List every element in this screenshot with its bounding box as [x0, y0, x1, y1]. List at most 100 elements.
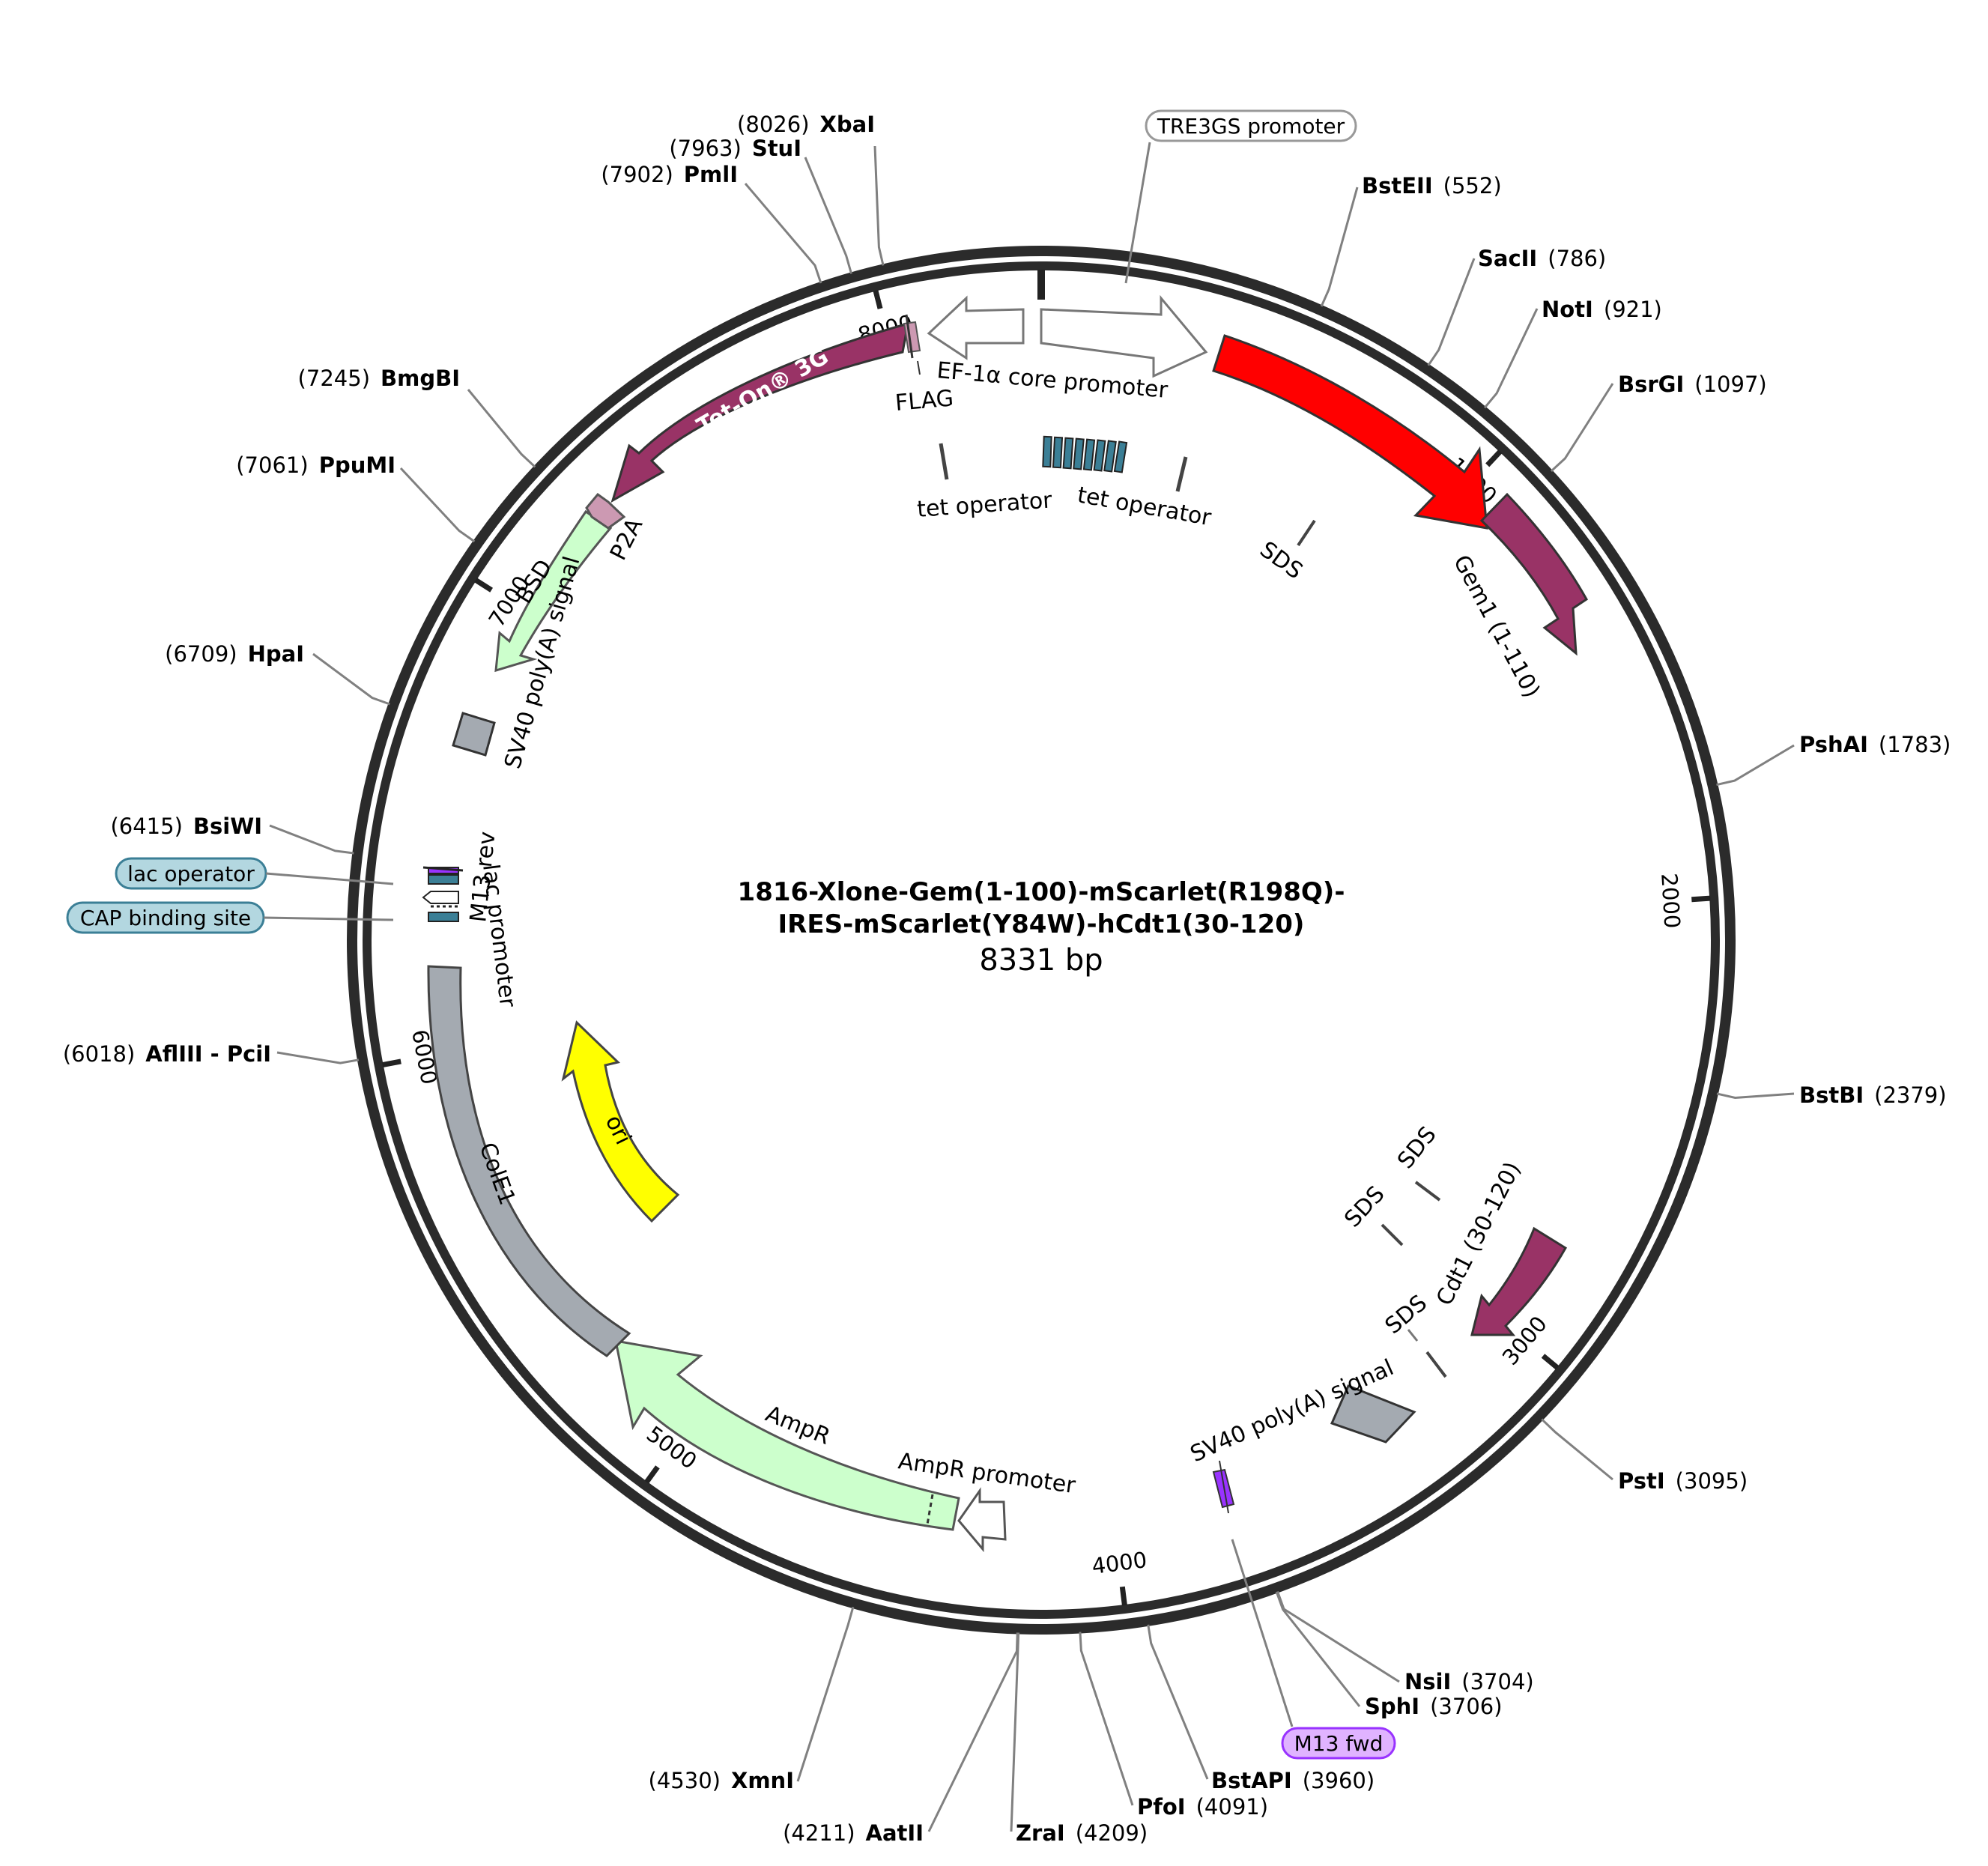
site-label-ppumi: (7061)PpuMI: [236, 452, 396, 478]
gem1-arrow-shape[interactable]: [1479, 492, 1588, 656]
tick-1000: [1485, 449, 1503, 467]
ori-arrow[interactable]: [561, 1020, 680, 1223]
tet-operator-label-2: tet operator: [1076, 482, 1214, 531]
p2a-arrow[interactable]: [585, 492, 626, 530]
site-label-hpai: (6709)HpaI: [165, 641, 304, 667]
site-label-sphi: SphI(3706): [1365, 1694, 1503, 1719]
cap-binding-site-box[interactable]: [428, 912, 459, 922]
site-line-psti: [1541, 1418, 1613, 1481]
mscarlet-arrow[interactable]: [1212, 334, 1488, 530]
title-size: 8331 bp: [979, 943, 1103, 978]
cap-site-leader: [263, 916, 394, 921]
site-label-xbai: (8026)XbaI: [737, 112, 875, 137]
site-line-sphi: [1275, 1591, 1361, 1707]
lac-promoter-arrow[interactable]: [422, 891, 459, 904]
site-label-pfoi: PfoI(4091): [1137, 1794, 1268, 1820]
tick-7000: [474, 578, 494, 593]
tick-8000: [873, 289, 883, 309]
site-label-xmni: (4530)XmnI: [649, 1768, 794, 1793]
tet-operator-label-1: tet operator: [916, 487, 1053, 523]
site-line-afliii-pcii: [276, 1051, 360, 1064]
site-line-bstbi: [1716, 1092, 1795, 1100]
site-label-afliii-pcii: (6018)AflIII - PciI: [63, 1041, 271, 1067]
site-label-bstbi: BstBI(2379): [1799, 1082, 1947, 1108]
site-label-aatii: (4211)AatII: [783, 1820, 924, 1846]
site-label-sacii: SacII(786): [1478, 246, 1606, 271]
lac-operator-leader: [265, 872, 394, 885]
cole1-box[interactable]: [427, 965, 631, 1357]
ampr-promoter-boundary: [926, 1494, 934, 1525]
lac-region: [422, 866, 464, 922]
sds-mark-4b: [1407, 1329, 1419, 1342]
teton-arrow[interactable]: [610, 321, 909, 503]
features: [422, 294, 1588, 1553]
m13-rev-tick: [422, 866, 464, 872]
site-line-stui: [804, 157, 852, 274]
site-line-sacii: [1427, 258, 1476, 366]
ampr-promoter-arrow[interactable]: [957, 1487, 1007, 1553]
cdt1-arrow-shape[interactable]: [1470, 1226, 1568, 1336]
bsd-arrow[interactable]: [494, 509, 613, 673]
site-line-nsii: [1276, 1591, 1400, 1683]
site-line-aatii: [927, 1632, 1019, 1832]
m13-fwd-leader: [1231, 1539, 1294, 1727]
sds-label-4: SDS: [1381, 1290, 1432, 1339]
sds-mark-1: [1297, 519, 1316, 547]
site-label-pmli: (7902)PmlI: [601, 162, 738, 187]
site-line-xmni: [796, 1606, 855, 1782]
site-line-bstapi: [1147, 1624, 1209, 1780]
restriction-site-labels: BstEII(552) SacII(786) NotI(921) BsrGI(1…: [63, 112, 1951, 1846]
m13-fwd-tick: [1219, 1460, 1229, 1514]
site-label-bstapi: BstAPI(3960): [1211, 1768, 1375, 1793]
site-label-bsiwi: (6415)BsiWI: [110, 814, 262, 839]
tet-operator-single-right: [1175, 456, 1188, 492]
sv40-polya-left-box[interactable]: [452, 712, 496, 757]
flag-dash: [917, 360, 921, 375]
ef1a-label: EF-1α core promoter: [936, 357, 1169, 404]
tick-4000: [1119, 1586, 1127, 1606]
tick-5000: [644, 1465, 660, 1484]
site-line-bsteii: [1320, 187, 1359, 307]
boxed-labels: TRE3GS promoter lac operator CAP binding…: [66, 109, 1396, 1760]
tick-2000: [1691, 895, 1711, 903]
site-label-bsteii: BstEII(552): [1362, 173, 1502, 199]
tick-6000: [381, 1058, 401, 1068]
site-line-ppumi: [399, 467, 476, 543]
m13-fwd-label-box: [1281, 1727, 1396, 1760]
site-line-pfoi: [1079, 1632, 1134, 1806]
teton-label: Tet-On® 3G: [693, 343, 834, 440]
site-label-pshai: PshAI(1783): [1799, 732, 1951, 757]
tick-3000: [1541, 1354, 1560, 1370]
site-label-psti: PstI(3095): [1618, 1468, 1748, 1494]
lac-operator-box[interactable]: [428, 874, 459, 885]
sds-mark-4: [1425, 1351, 1447, 1378]
tre3gs-promoter-arrow[interactable]: [1040, 294, 1208, 378]
site-label-stui: (7963)StuI: [669, 136, 801, 161]
backbone: [347, 246, 1736, 1635]
site-line-hpai: [312, 652, 390, 706]
sds-mark-3: [1381, 1223, 1404, 1246]
m13-fwd-label: M13 fwd: [1294, 1731, 1384, 1756]
site-line-bsiwi: [269, 824, 354, 855]
flag-tick: [905, 314, 914, 359]
tet-operator-array[interactable]: [1042, 435, 1128, 473]
map-title: 1816-Xlone-Gem(1-100)-mScarlet(R198Q)- I…: [738, 877, 1345, 978]
site-line-noti: [1483, 308, 1539, 409]
ef1a-promoter-arrow[interactable]: [927, 295, 1025, 360]
site-label-bsrgi: BsrGI(1097): [1618, 372, 1767, 397]
tick-label-4000: 4000: [1091, 1547, 1148, 1579]
site-line-pshai: [1716, 744, 1795, 787]
site-label-nsii: NsiI(3704): [1404, 1669, 1534, 1694]
site-line-bmgbi: [467, 389, 536, 468]
tre3gs-leader: [1124, 142, 1151, 284]
lac-operator-label: lac operator: [127, 861, 255, 886]
sv40-polya-right-box[interactable]: [1330, 1384, 1416, 1444]
flag-label: FLAG: [894, 385, 955, 416]
lac-promoter-label: lac promoter: [477, 863, 521, 1009]
ampr-arrow[interactable]: [614, 1339, 960, 1531]
sds-mark-2: [1414, 1181, 1441, 1202]
site-label-bmgbi: (7245)BmgBI: [298, 366, 460, 391]
site-label-noti: NotI(921): [1542, 297, 1662, 322]
site-line-pmli: [744, 183, 822, 284]
